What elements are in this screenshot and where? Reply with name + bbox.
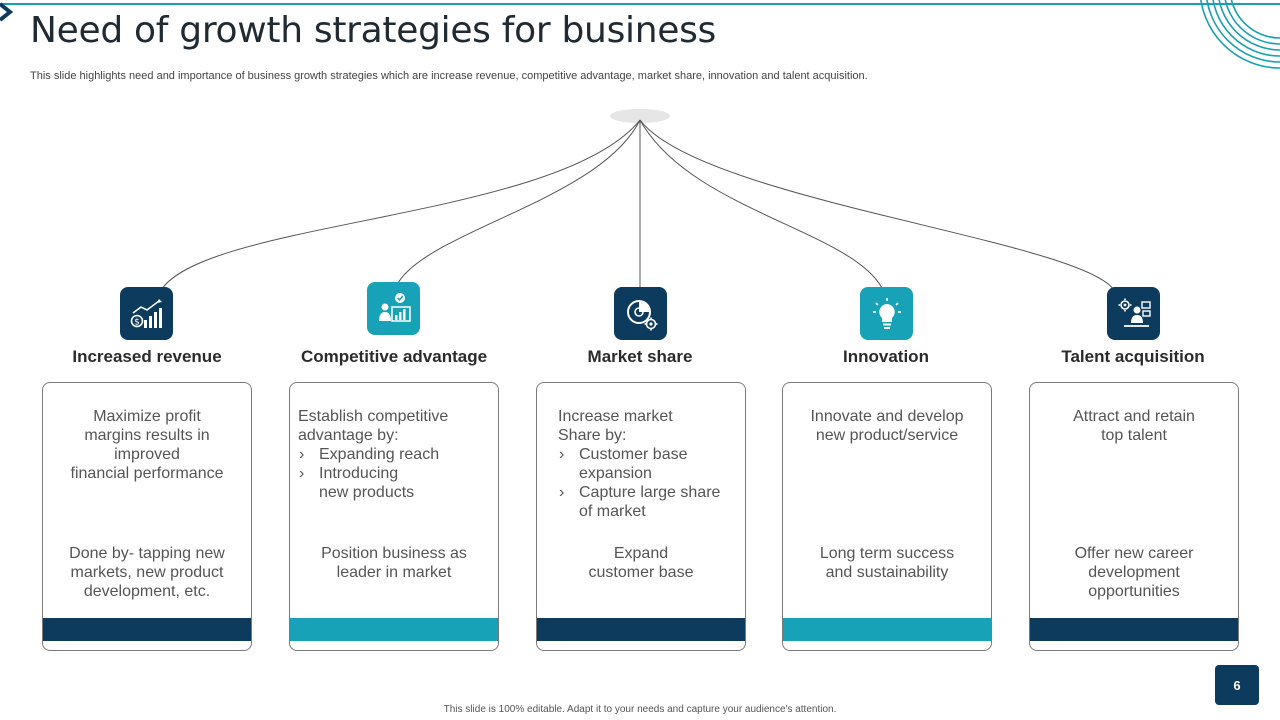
column-heading-talent-acquisition: Talent acquisition (1061, 347, 1205, 366)
card-bottom-text: Long term success and sustainability (819, 545, 955, 581)
card-top-text: Establish competitive advantage by: Expa… (290, 407, 498, 502)
card-color-bar (43, 618, 251, 641)
card-top-text: Attract and retain top talent (1073, 408, 1195, 444)
hub-ellipse (610, 109, 670, 123)
top-accent-line (0, 3, 1280, 5)
column-heading-market-share: Market share (587, 347, 693, 366)
connector-line-2 (397, 119, 641, 284)
card-increased-revenue: Maximize profit margins results in impro… (42, 382, 252, 651)
column-heading-innovation: Innovation (843, 347, 929, 366)
connector-line-1 (159, 119, 641, 293)
card-top-text: Increase market Share by: Customer base … (537, 407, 745, 521)
card-market-share: Increase market Share by: Customer base … (536, 382, 746, 651)
connector-line-4 (639, 119, 883, 289)
card-color-bar (783, 618, 991, 641)
column-heading-competitive-advantage: Competitive advantage (300, 347, 488, 366)
slide-footer: This slide is 100% editable. Adapt it to… (443, 704, 837, 715)
talent-gear-icon-tile (1107, 287, 1160, 340)
bullet-item: Capture large share of market (550, 483, 745, 521)
column-heading-increased-revenue: Increased revenue (72, 347, 222, 366)
slide-title: Need of growth strategies for business (30, 10, 717, 51)
card-top-text: Innovate and develop new product/service (810, 408, 964, 444)
card-bottom-text: Done by- tapping new markets, new produc… (69, 545, 225, 600)
talent-gear-icon (1118, 298, 1151, 327)
card-bottom-text: Position business as leader in market (321, 545, 467, 581)
revenue-growth-icon-tile: $ (120, 287, 173, 340)
card-bottom-text: Expand customer base (588, 545, 694, 581)
presenter-chart-icon (378, 292, 411, 322)
card-top-text: Maximize profit margins results in impro… (70, 408, 224, 482)
card-color-bar (537, 618, 745, 641)
pie-chart-gear-icon-tile (614, 287, 667, 340)
card-bottom-text: Offer new career development opportuniti… (1074, 545, 1194, 600)
bullet-item: Customer base expansion (550, 445, 745, 483)
corner-mark-icon (0, 2, 14, 22)
lightbulb-icon-tile (860, 287, 913, 340)
bullet-item: Introducing new products (290, 464, 498, 502)
presenter-chart-icon-tile (367, 282, 420, 335)
decorative-arcs-icon (1200, 0, 1280, 69)
card-color-bar (290, 618, 498, 641)
bullet-item: Expanding reach (290, 445, 498, 464)
lightbulb-icon (872, 297, 901, 329)
slide-subtitle: This slide highlights need and importanc… (30, 70, 868, 82)
card-innovation: Innovate and develop new product/service… (782, 382, 992, 651)
card-talent-acquisition: Attract and retain top talent Offer new … (1029, 382, 1239, 651)
svg-text:$: $ (134, 317, 140, 327)
page-number-badge: 6 (1215, 665, 1259, 705)
revenue-growth-icon: $ (130, 298, 162, 328)
card-competitive-advantage: Establish competitive advantage by: Expa… (289, 382, 499, 651)
pie-chart-gear-icon (626, 299, 657, 330)
connector-line-5 (639, 119, 1115, 291)
card-color-bar (1030, 618, 1238, 641)
